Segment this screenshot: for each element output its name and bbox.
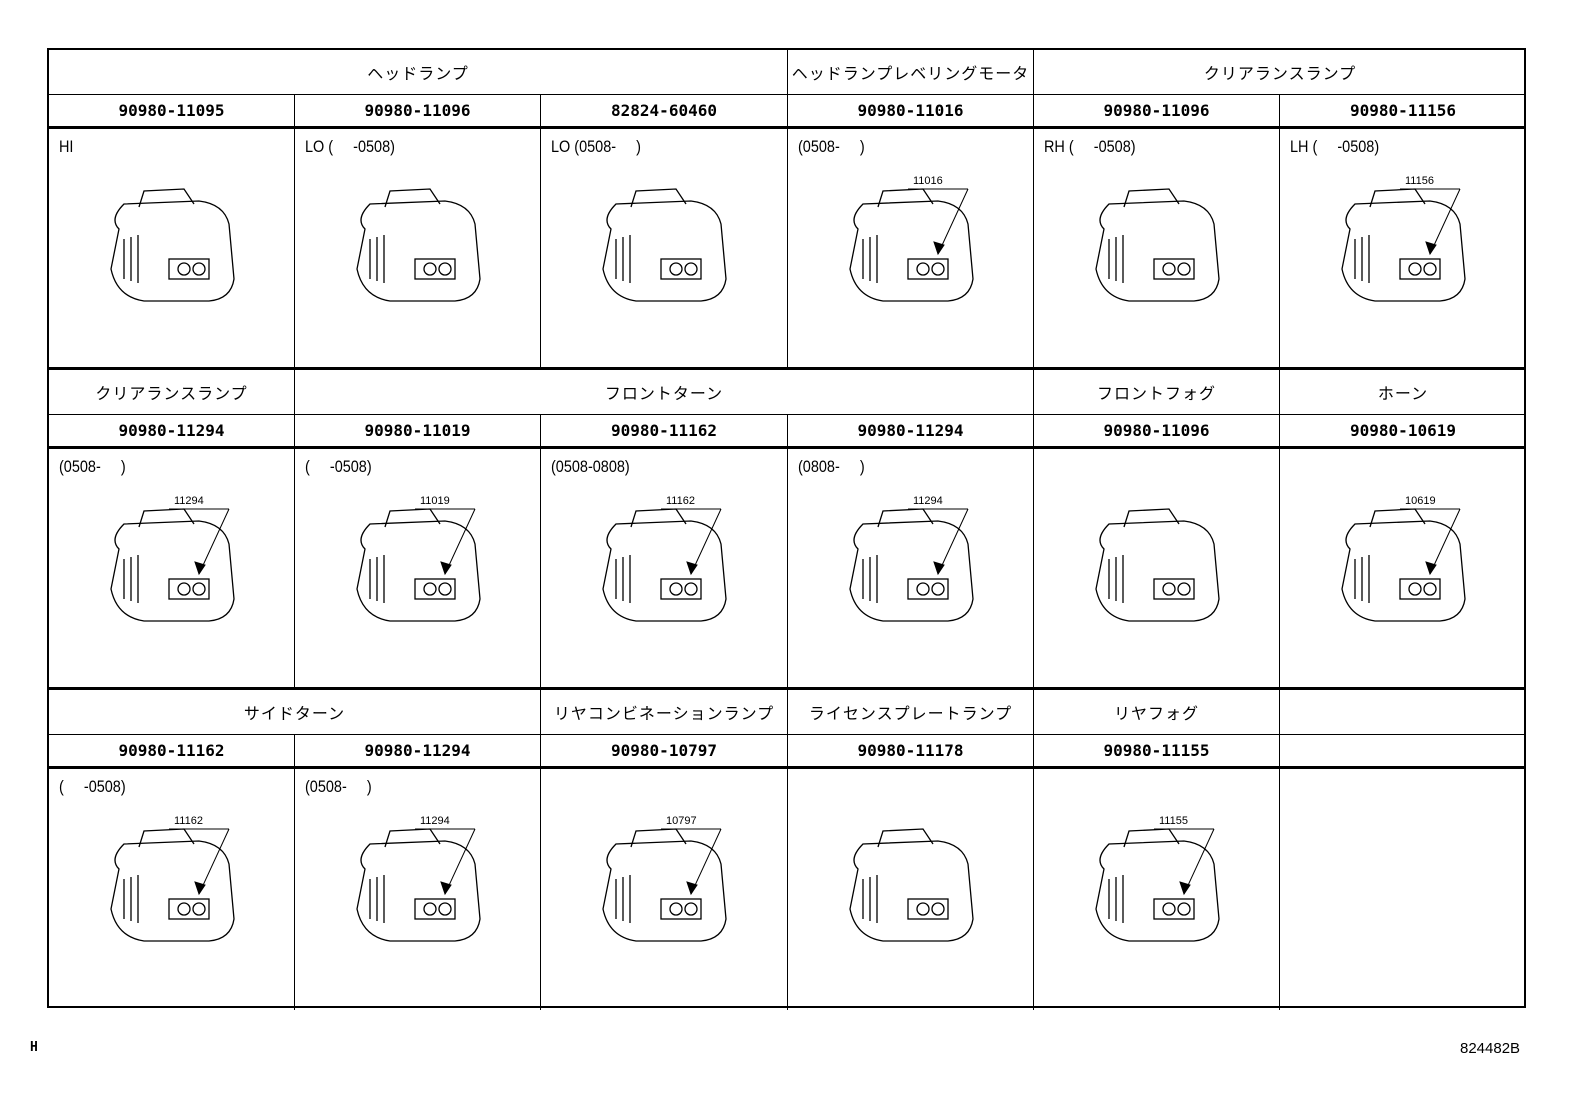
part-number: 90980-10619 [1280, 415, 1526, 449]
part-number: 90980-11096 [295, 95, 541, 129]
connector-icon: 11016 [849, 175, 974, 302]
connector-icon: 11155 [1095, 815, 1220, 942]
connector-drawing-cell: (0508- ) 11294 [49, 449, 295, 690]
part-number: 82824-60460 [541, 95, 788, 129]
connector-drawing-cell [1280, 769, 1526, 1010]
callout-label: 11156 [1405, 175, 1434, 187]
callout-label: 10797 [666, 815, 697, 827]
callout-label: 11294 [420, 815, 450, 827]
connector-drawing-cell: 10797 [541, 769, 788, 1010]
applicability-note: LO ( -0508) [305, 137, 395, 156]
connector-icon: 11294 [356, 815, 481, 942]
group-header: ヘッドランプレベリングモータ [788, 50, 1034, 95]
part-number: 90980-10797 [541, 735, 788, 769]
group-header: リヤフォグ [1034, 690, 1280, 735]
part-number: 90980-11162 [49, 735, 295, 769]
connector-drawing-cell [788, 769, 1034, 1010]
group-header: フロントフォグ [1034, 370, 1280, 415]
applicability-note: (0508- ) [59, 457, 126, 476]
group-header: ライセンスプレートランプ [788, 690, 1034, 735]
group-header: クリアランスランプ [1034, 50, 1526, 95]
connector-icon: 11294 [849, 495, 974, 622]
group-header: フロントターン [295, 370, 1034, 415]
applicability-note: HI [59, 137, 74, 156]
connector-drawing-cell: LO ( -0508) [295, 129, 541, 370]
callout-label: 11016 [913, 175, 943, 187]
connector-icon [849, 828, 974, 942]
applicability-note: (0508-0808) [551, 457, 630, 476]
callout-label: 10619 [1405, 495, 1436, 507]
connector-drawing-cell: (0508- ) 11294 [295, 769, 541, 1010]
connector-drawing-cell: (0808- ) 11294 [788, 449, 1034, 690]
part-number: 90980-11294 [295, 735, 541, 769]
connector-icon [1095, 508, 1220, 622]
callout-label: 11155 [1159, 815, 1188, 827]
applicability-note: (0808- ) [798, 457, 865, 476]
group-header: ヘッドランプ [49, 50, 788, 95]
connector-icon [1095, 188, 1220, 302]
group-header: サイドターン [49, 690, 541, 735]
connector-drawing-cell: LH ( -0508) 11156 [1280, 129, 1526, 370]
applicability-note: LH ( -0508) [1290, 137, 1380, 156]
connector-drawing-cell: RH ( -0508) [1034, 129, 1280, 370]
part-number: 90980-11095 [49, 95, 295, 129]
applicability-note: LO (0508- ) [551, 137, 641, 156]
connector-drawing-cell: 10619 [1280, 449, 1526, 690]
connector-icon: 11156 [1341, 175, 1466, 302]
connector-drawing-cell: (0508-0808) 11162 [541, 449, 788, 690]
callout-label: 11162 [666, 495, 695, 507]
figure-id: 824482B [1460, 1040, 1521, 1057]
connector-drawing-cell: (0508- ) 11016 [788, 129, 1034, 370]
group-header: リヤコンビネーションランプ [541, 690, 788, 735]
applicability-note: ( -0508) [305, 457, 372, 476]
part-number [1280, 735, 1526, 769]
page-mark: H [30, 1040, 38, 1055]
part-number: 90980-11019 [295, 415, 541, 449]
callout-label: 11294 [174, 495, 204, 507]
connector-icon [602, 188, 727, 302]
callout-label: 11294 [913, 495, 943, 507]
connector-drawing-cell: ( -0508) 11162 [49, 769, 295, 1010]
connector-icon: 10797 [602, 815, 727, 942]
part-number: 90980-11178 [788, 735, 1034, 769]
part-number: 90980-11294 [788, 415, 1034, 449]
part-number: 90980-11096 [1034, 95, 1280, 129]
connector-drawing-cell: HI [49, 129, 295, 370]
connector-icon: 11294 [110, 495, 235, 622]
connector-drawing-cell: LO (0508- ) [541, 129, 788, 370]
part-number: 90980-11162 [541, 415, 788, 449]
applicability-note: RH ( -0508) [1044, 137, 1136, 156]
callout-label: 11019 [420, 495, 450, 507]
connector-icon: 11162 [110, 815, 235, 942]
applicability-note: (0508- ) [798, 137, 865, 156]
connector-drawing-cell [1034, 449, 1280, 690]
connector-drawing-cell: ( -0508) 11019 [295, 449, 541, 690]
applicability-note: (0508- ) [305, 777, 372, 796]
group-header [1280, 690, 1526, 735]
connector-drawing-cell: 11155 [1034, 769, 1280, 1010]
group-header: クリアランスランプ [49, 370, 295, 415]
part-number: 90980-11155 [1034, 735, 1280, 769]
applicability-note: ( -0508) [59, 777, 126, 796]
connector-icon [356, 188, 481, 302]
connector-icon: 11019 [356, 495, 481, 622]
connector-icon: 11162 [602, 495, 727, 622]
group-header: ホーン [1280, 370, 1526, 415]
callout-label: 11162 [174, 815, 203, 827]
connector-icon: 10619 [1341, 495, 1466, 622]
part-number: 90980-11294 [49, 415, 295, 449]
part-number: 90980-11096 [1034, 415, 1280, 449]
part-number: 90980-11016 [788, 95, 1034, 129]
part-number: 90980-11156 [1280, 95, 1526, 129]
connector-icon [110, 188, 235, 302]
